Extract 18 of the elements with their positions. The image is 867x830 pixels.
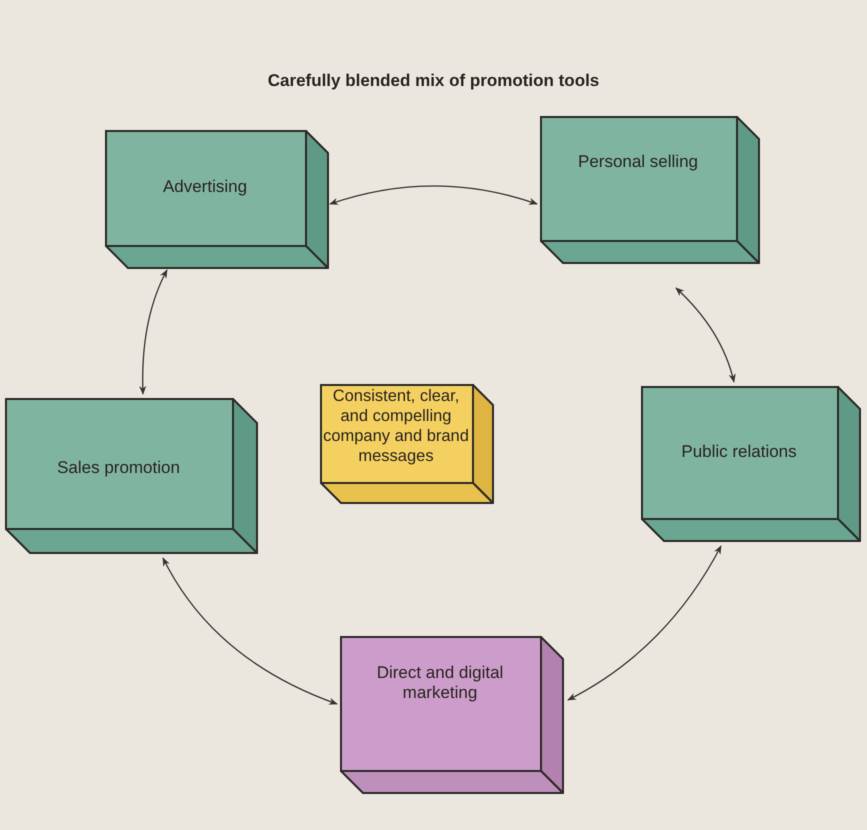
double-headed-arrow xyxy=(675,287,736,383)
box-label: Advertising xyxy=(162,177,248,198)
3d-box xyxy=(340,636,564,794)
double-headed-arrow xyxy=(329,185,538,205)
3d-box xyxy=(540,116,760,264)
3d-box xyxy=(320,384,494,504)
3d-box xyxy=(105,130,329,269)
double-headed-arrow xyxy=(162,557,338,705)
3d-box xyxy=(5,398,258,554)
box-label: Consistent, clear, and compelling company and brand messages xyxy=(322,387,470,467)
3d-box xyxy=(641,386,861,542)
box-label: Direct and digital marketing xyxy=(376,662,504,704)
box-label: Sales promotion xyxy=(57,458,180,478)
box-label: Public relations xyxy=(681,442,797,462)
box-label: Personal selling xyxy=(578,152,698,172)
diagram-title: Carefully blended mix of promotion tools xyxy=(266,71,600,91)
double-headed-arrow xyxy=(139,269,168,395)
double-headed-arrow xyxy=(567,545,722,701)
